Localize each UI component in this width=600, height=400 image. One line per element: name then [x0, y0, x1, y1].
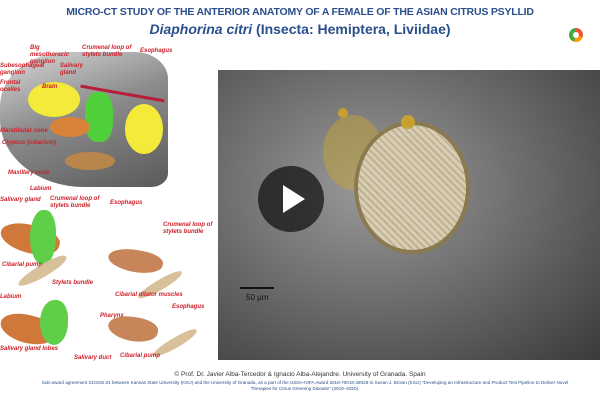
label-maxillary: Maxillary cone: [8, 170, 50, 176]
labium-shape: [65, 152, 115, 170]
detail-label-pharynx: Pharynx: [100, 313, 124, 319]
label-clypeus: Clypeus (cibarium): [2, 140, 57, 146]
salivary-gland-detail-3: [40, 300, 68, 345]
taxonomy: (Insecta: Hemiptera, Liviidae): [256, 21, 451, 37]
detail-label-salivary-duct: Salivary duct: [74, 355, 112, 361]
ocellus-render-2: [338, 108, 348, 118]
label-brain: Brain: [42, 84, 58, 90]
label-big-ganglion: Big mesothoracic ganglion: [30, 45, 70, 65]
cibarium-detail-2: [106, 245, 165, 277]
compound-eye-render: [358, 125, 466, 250]
species-name: Diaphorina citri: [149, 21, 253, 37]
label-frontal: Frontal ocelles: [0, 80, 21, 93]
detail-label-dilator: Cibarial dilator muscles: [115, 292, 183, 298]
label-esophagus: Esophagus: [140, 48, 173, 54]
brain-shape: [28, 82, 80, 117]
label-crumenal: Crumenal loop of stylets bundle: [82, 45, 132, 58]
scale-bar: [240, 287, 274, 289]
detail-label-esophagus: Esophagus: [110, 200, 143, 206]
label-salivary: Salivary gland: [60, 63, 84, 76]
salivary-gland-shape: [85, 92, 113, 142]
detail-label-stylets: Stylets bundle: [52, 280, 94, 286]
scale-label: 50 µm: [246, 293, 269, 302]
head-section-diagram: [0, 52, 168, 187]
credit-line: © Prof. Dr. Javier Alba-Tercedor & Ignac…: [174, 371, 426, 378]
grant-acknowledgement: Sub-award agreement S10192.01 between Ka…: [41, 380, 569, 391]
play-button[interactable]: [258, 166, 324, 232]
cibarium-shape: [50, 117, 90, 137]
detail-label-crumenal-2: Crumenal loop of stylets bundle: [163, 222, 213, 235]
detail-label-salivary-lobes: Salivary gland lobes: [0, 346, 59, 352]
label-mandibular: Mandibular cone: [0, 128, 48, 134]
poster-title: MICRO-CT STUDY OF THE ANTERIOR ANATOMY O…: [66, 6, 534, 18]
ganglion-shape: [125, 104, 163, 154]
ocellus-render: [401, 115, 415, 129]
label-labium: Labium: [30, 186, 52, 192]
detail-label-salivary: Salivary gland: [0, 197, 41, 203]
salivary-gland-detail-1: [30, 210, 56, 265]
detail-label-cibarial-pump-2: Cibarial pump: [120, 353, 161, 359]
detail-label-crumenal: Crumenal loop of stylets bundle: [50, 196, 100, 209]
detail-label-labium: Labium: [0, 294, 22, 300]
poster-subtitle: Diaphorina citri (Insecta: Hemiptera, Li…: [0, 21, 600, 37]
label-subesophageal: Subesophageal ganglion: [0, 63, 45, 76]
detail-label-esophagus-2: Esophagus: [172, 304, 205, 310]
university-logo: [569, 28, 583, 42]
detail-label-cibarial-pump: Cibarial pump: [2, 262, 43, 268]
